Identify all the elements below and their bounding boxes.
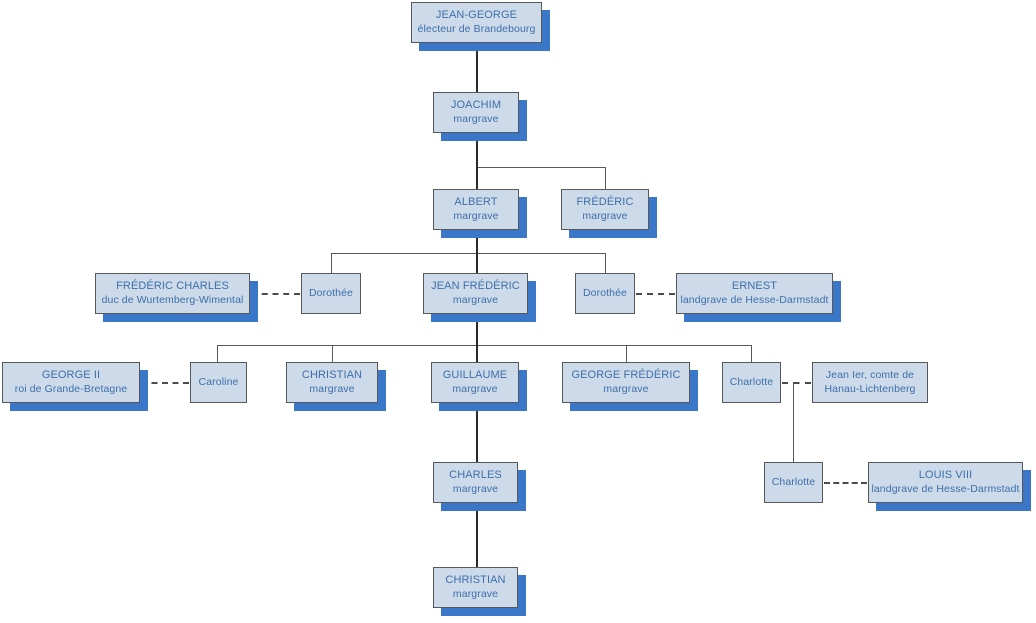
node-charles[interactable]: CHARLES margrave: [433, 462, 518, 503]
node-charlotte-2[interactable]: Charlotte: [764, 462, 823, 503]
node-title: CHRISTIAN: [301, 369, 363, 382]
node-title: Dorothée: [583, 286, 627, 299]
node-dorothee-1[interactable]: Dorothée: [301, 273, 361, 314]
node-title: Charlotte: [771, 475, 816, 488]
node-louis-viii[interactable]: LOUIS VIII landgrave de Hesse-Darmstadt: [868, 462, 1023, 503]
connector-bus-charlotte1: [751, 345, 752, 362]
connector-guillaume-charles: [476, 403, 478, 462]
node-title: GEORGE FRÉDÉRIC: [571, 369, 681, 382]
node-jean-frederic[interactable]: JEAN FRÉDÉRIC margrave: [423, 273, 528, 314]
node-albert[interactable]: ALBERT margrave: [433, 189, 519, 230]
node-subtitle: margrave: [452, 382, 498, 395]
connector-charlotte1-charlotte2: [793, 382, 794, 462]
node-subtitle: margrave: [309, 382, 355, 395]
node-charlotte-1[interactable]: Charlotte: [722, 362, 781, 403]
bus-jeanfrederic-children-right: [476, 345, 752, 346]
node-subtitle: margrave: [452, 482, 499, 495]
node-subtitle: margrave: [453, 112, 499, 125]
bus-jeanfrederic-children-left: [217, 345, 477, 346]
node-subtitle: margrave: [603, 382, 649, 395]
node-subtitle: électeur de Brandebourg: [417, 22, 536, 35]
marriage-link-dorothee-ernest: [636, 293, 675, 295]
connector-charles-christian2: [476, 503, 478, 567]
node-subtitle: margrave: [452, 587, 499, 600]
node-title: JEAN-GEORGE: [435, 9, 518, 22]
node-title: Jean Ier, comte de: [825, 369, 915, 382]
node-title: LOUIS VIII: [918, 469, 973, 482]
node-title: Charlotte: [729, 375, 774, 388]
connector-bus-dorothee1: [331, 253, 332, 273]
node-subtitle: landgrave de Hesse-Darmstadt: [871, 482, 1020, 495]
connector-bus-caroline: [217, 345, 218, 362]
node-subtitle: Hanau-Lichtenberg: [824, 382, 916, 395]
node-title: FRÉDÉRIC: [576, 196, 634, 209]
node-title: Caroline: [198, 375, 239, 388]
bus-albert-children: [331, 253, 606, 254]
connector-albert-down: [476, 230, 478, 253]
marriage-link-charlotte-jeanier: [782, 382, 811, 384]
connector-bus-christian1: [332, 345, 333, 362]
node-subtitle: landgrave de Hesse-Darmstadt: [680, 293, 829, 306]
node-george-frederic[interactable]: GEORGE FRÉDÉRIC margrave: [562, 362, 690, 403]
node-frederic-charles[interactable]: FRÉDÉRIC CHARLES duc de Wurtemberg-Wimen…: [95, 273, 250, 314]
connector-bus-jeanfrederic: [476, 253, 478, 273]
node-title: CHRISTIAN: [445, 574, 506, 587]
bus-joachim-children: [476, 167, 606, 168]
connector-bus-albert: [476, 167, 478, 189]
node-subtitle: roi de Grande-Bretagne: [14, 382, 128, 395]
marriage-link-georgeii-caroline: [141, 382, 189, 384]
marriage-link-fredericcharles-dorothee: [251, 293, 300, 295]
node-george-ii[interactable]: GEORGE II roi de Grande-Bretagne: [2, 362, 140, 403]
node-subtitle: margrave: [452, 293, 499, 306]
marriage-link-charlotte-louisviii: [824, 482, 867, 484]
node-christian-1[interactable]: CHRISTIAN margrave: [286, 362, 378, 403]
node-title: FRÉDÉRIC CHARLES: [116, 280, 229, 293]
connector-jeangeorge-joachim: [476, 43, 478, 92]
node-christian-2[interactable]: CHRISTIAN margrave: [433, 567, 518, 608]
node-frederic[interactable]: FRÉDÉRIC margrave: [561, 189, 649, 230]
node-title: CHARLES: [449, 469, 502, 482]
node-title: JEAN FRÉDÉRIC: [431, 280, 520, 293]
node-title: ALBERT: [454, 196, 498, 209]
node-jean-george[interactable]: JEAN-GEORGE électeur de Brandebourg: [411, 2, 542, 43]
connector-joachim-down: [476, 133, 478, 167]
node-caroline[interactable]: Caroline: [190, 362, 247, 403]
connector-jeanfrederic-down: [476, 314, 478, 345]
connector-bus-georgefrederic: [626, 345, 627, 362]
node-guillaume[interactable]: GUILLAUME margrave: [431, 362, 519, 403]
node-ernest[interactable]: ERNEST landgrave de Hesse-Darmstadt: [676, 273, 833, 314]
node-title: ERNEST: [731, 280, 778, 293]
node-subtitle: duc de Wurtemberg-Wimental: [101, 293, 244, 306]
node-subtitle: margrave: [582, 209, 628, 222]
node-subtitle: margrave: [453, 209, 499, 222]
node-jean-ier[interactable]: Jean Ier, comte de Hanau-Lichtenberg: [812, 362, 928, 403]
node-title: GEORGE II: [41, 369, 101, 382]
connector-bus-frederic: [605, 167, 606, 189]
node-title: GUILLAUME: [442, 369, 508, 382]
connector-bus-dorothee2: [605, 253, 606, 273]
node-dorothee-2[interactable]: Dorothée: [575, 273, 635, 314]
connector-bus-guillaume: [476, 345, 478, 362]
node-title: Dorothée: [309, 286, 353, 299]
node-joachim[interactable]: JOACHIM margrave: [433, 92, 519, 133]
node-title: JOACHIM: [450, 99, 502, 112]
